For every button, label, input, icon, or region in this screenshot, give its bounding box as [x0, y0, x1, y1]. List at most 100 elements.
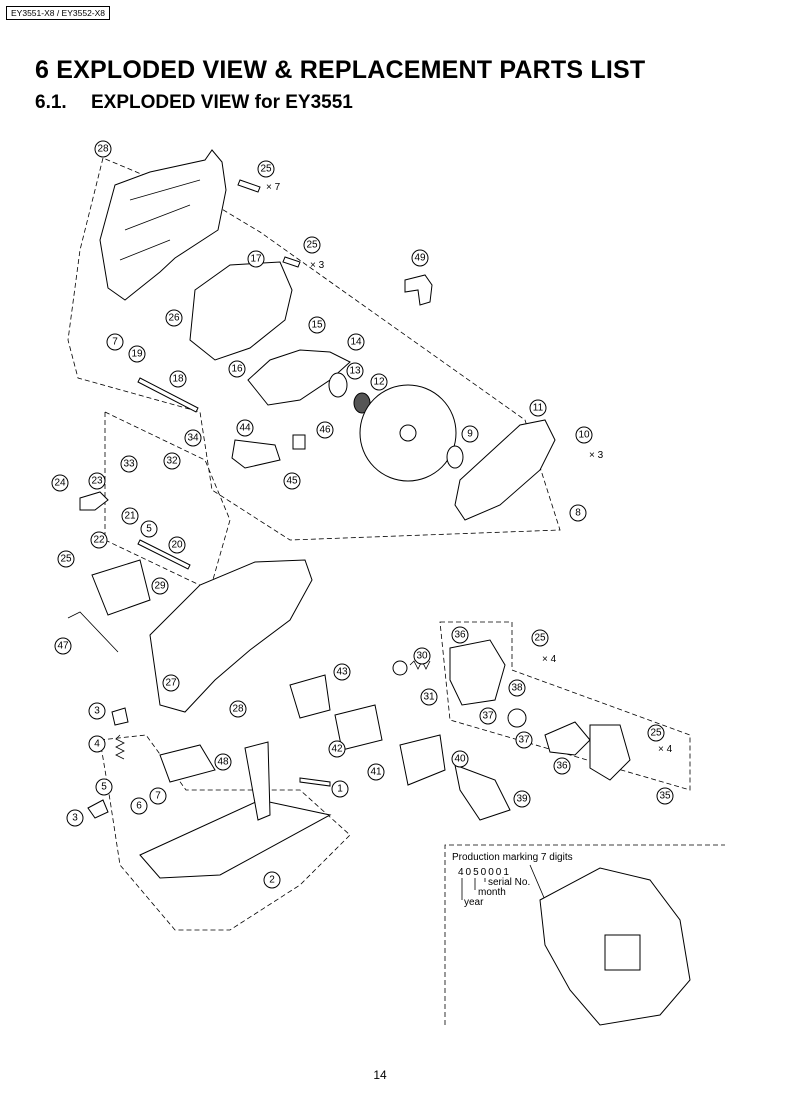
- svg-text:14: 14: [350, 337, 362, 348]
- callout-37b: 37: [515, 731, 533, 749]
- callout-48: 48: [214, 753, 232, 771]
- pin-20: [137, 539, 191, 570]
- svg-text:33: 33: [123, 459, 135, 470]
- callout-11: 11: [529, 399, 547, 417]
- callout-1: 1: [331, 780, 349, 798]
- callout-39: 39: [513, 790, 531, 808]
- callout-7a: 7: [106, 333, 124, 351]
- knob-3-a: [111, 707, 129, 726]
- callout-36a: 36: [451, 626, 469, 644]
- svg-text:3: 3: [94, 706, 100, 717]
- knob-3-b: [87, 799, 109, 819]
- svg-text:23: 23: [91, 476, 103, 487]
- svg-text:36: 36: [454, 630, 466, 641]
- callout-10: 10: [575, 426, 593, 444]
- washer-13: [328, 372, 348, 398]
- callout-5a: 5: [140, 520, 158, 538]
- callout-24: 24: [51, 474, 69, 492]
- svg-text:40: 40: [454, 754, 466, 765]
- callout-25d: 25: [531, 629, 549, 647]
- multiplier-2: × 3: [310, 260, 325, 271]
- svg-text:31: 31: [423, 692, 435, 703]
- callout-7b: 7: [149, 787, 167, 805]
- callout-29: 29: [151, 577, 169, 595]
- svg-text:24: 24: [54, 478, 66, 489]
- multiplier-3: × 3: [589, 450, 604, 461]
- callout-38: 38: [508, 679, 526, 697]
- svg-text:41: 41: [370, 767, 382, 778]
- callout-46: 46: [316, 421, 334, 439]
- screw-25-a: [237, 179, 261, 193]
- callout-5b: 5: [95, 778, 113, 796]
- svg-text:42: 42: [331, 744, 343, 755]
- motor-42: [334, 704, 383, 751]
- inset-serial: serial No.: [488, 877, 530, 888]
- svg-text:37: 37: [518, 735, 530, 746]
- callout-43: 43: [333, 663, 351, 681]
- inset-month: month: [478, 887, 506, 898]
- callout-31: 31: [420, 688, 438, 706]
- svg-text:25: 25: [306, 240, 318, 251]
- subsection-number: 6.1.: [35, 92, 67, 113]
- callout-21: 21: [121, 507, 139, 525]
- svg-text:37: 37: [482, 711, 494, 722]
- callout-15: 15: [308, 316, 326, 334]
- callout-23: 23: [88, 472, 106, 490]
- front-cover: [454, 419, 556, 521]
- svg-text:2: 2: [269, 875, 275, 886]
- svg-text:25: 25: [650, 728, 662, 739]
- svg-text:43: 43: [336, 667, 348, 678]
- callout-40: 40: [451, 750, 469, 768]
- callouts: 28 25 25 17 49 26 15 7 19 14 16 13 12 18…: [51, 140, 674, 889]
- svg-text:5: 5: [146, 524, 152, 535]
- svg-text:15: 15: [311, 320, 323, 331]
- gear-housing-36: [449, 639, 506, 706]
- multiplier-4: × 4: [542, 654, 557, 665]
- svg-text:22: 22: [93, 535, 105, 546]
- svg-text:3: 3: [72, 813, 78, 824]
- callout-41: 41: [367, 763, 385, 781]
- svg-text:47: 47: [57, 641, 69, 652]
- hex-key: [67, 611, 119, 653]
- motor-cover-29: [91, 559, 151, 616]
- multiplier-1: × 7: [266, 182, 281, 193]
- callout-26: 26: [165, 309, 183, 327]
- callout-19: 19: [128, 345, 146, 363]
- inset-year: year: [464, 897, 484, 908]
- callout-17: 17: [247, 250, 265, 268]
- spring-4: [115, 734, 125, 760]
- svg-text:25: 25: [60, 554, 72, 565]
- model-tag: EY3551-X8 / EY3552-X8: [6, 6, 111, 20]
- inset-title: Production marking 7 digits: [452, 852, 573, 863]
- switch-part-46: [292, 434, 306, 450]
- svg-text:26: 26: [168, 313, 180, 324]
- svg-text:18: 18: [172, 374, 184, 385]
- svg-text:8: 8: [575, 508, 581, 519]
- callout-8: 8: [569, 504, 587, 522]
- svg-text:44: 44: [239, 423, 251, 434]
- svg-text:13: 13: [349, 366, 361, 377]
- callout-34: 34: [184, 429, 202, 447]
- callout-3a: 3: [88, 702, 106, 720]
- lower-guard: [247, 349, 351, 406]
- svg-text:29: 29: [154, 581, 166, 592]
- main-housing: [149, 559, 313, 713]
- gearbox-35: [589, 724, 631, 781]
- callout-45: 45: [283, 472, 301, 490]
- saw-blade: [359, 384, 457, 482]
- callout-49: 49: [411, 249, 429, 267]
- bolt-1: [299, 777, 331, 787]
- callout-13: 13: [346, 362, 364, 380]
- svg-text:49: 49: [414, 253, 426, 264]
- svg-text:17: 17: [250, 254, 262, 265]
- callout-44: 44: [236, 419, 254, 437]
- callout-9: 9: [461, 425, 479, 443]
- section-title: 6 EXPLODED VIEW & REPLACEMENT PARTS LIST: [35, 56, 646, 84]
- inset-brackets: [461, 878, 486, 900]
- blade-guard: [189, 261, 293, 361]
- outline-gearbox: [439, 621, 691, 791]
- inset-leader: [529, 864, 546, 901]
- callout-25e: 25: [647, 724, 665, 742]
- svg-text:19: 19: [131, 349, 143, 360]
